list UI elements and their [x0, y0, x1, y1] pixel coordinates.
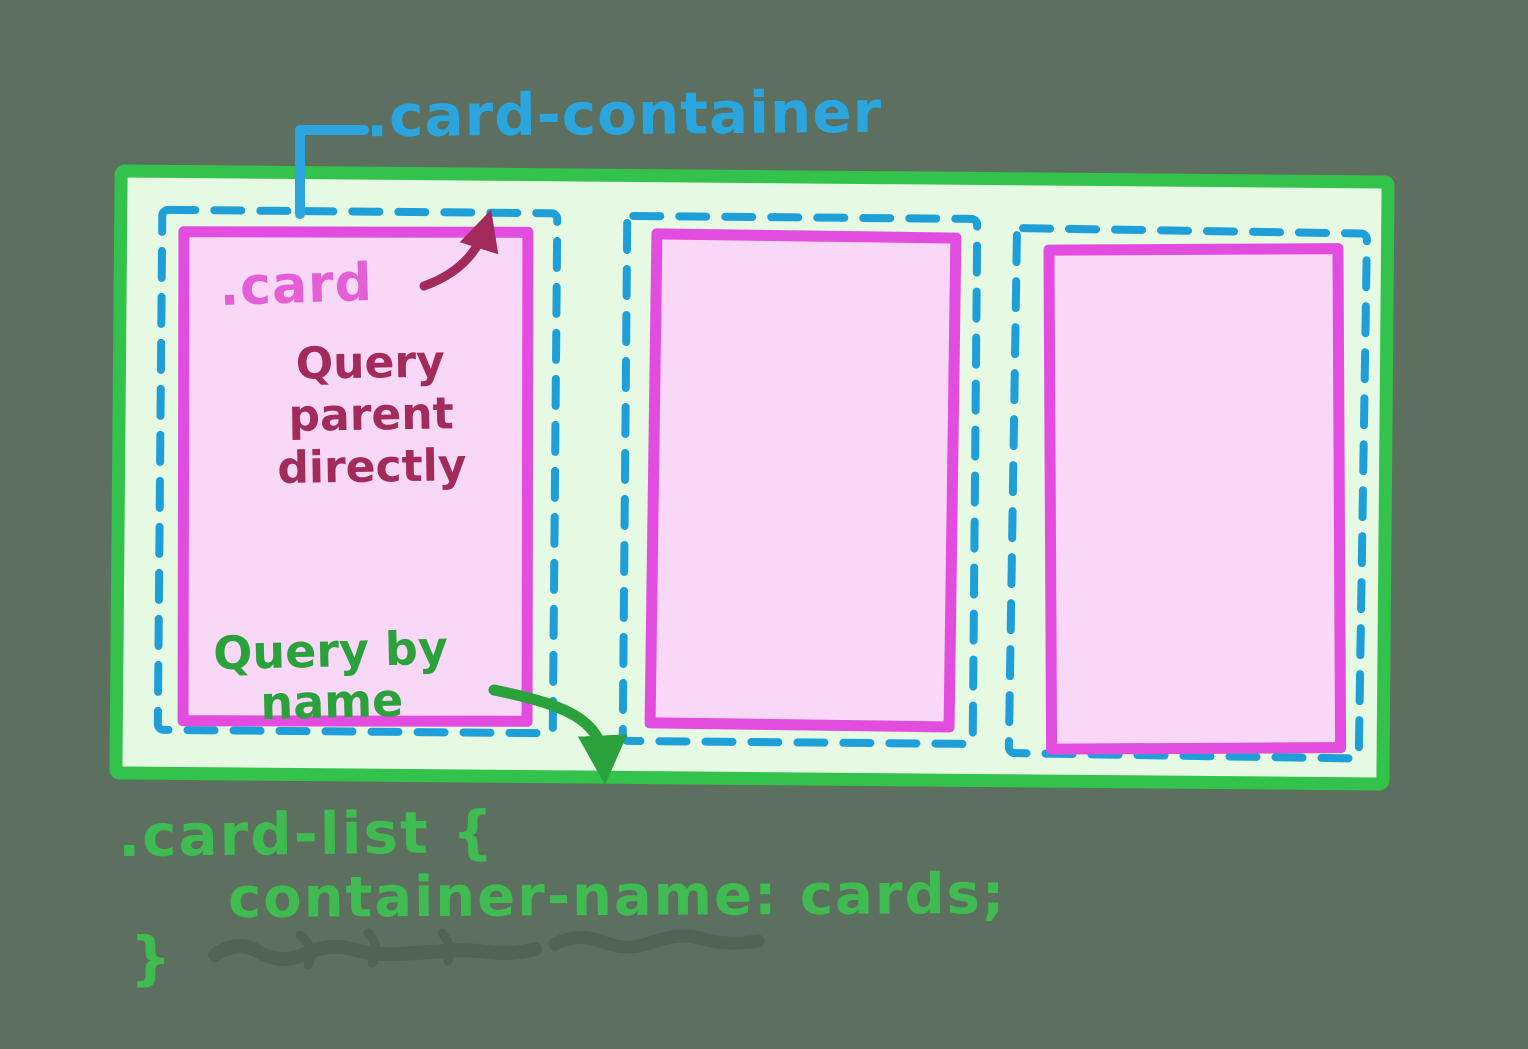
card-container-box-2	[618, 211, 983, 749]
code-line-3: }	[130, 924, 174, 992]
card-1: .card Query parent directly Query by nam…	[177, 226, 534, 730]
card-label: .card	[218, 252, 374, 318]
card-3	[1043, 243, 1347, 755]
query-by-name-annotation: Query by name	[212, 620, 449, 730]
code-line-1: .card-list {	[117, 798, 496, 870]
card-container-box-3	[1004, 223, 1372, 764]
code-line-2: container-name: cards;	[227, 861, 1007, 932]
query-parent-annotation: Query parent directly	[277, 336, 467, 494]
card-container-box-1: .card Query parent directly Query by nam…	[153, 205, 563, 739]
card-container-label: .card-container	[365, 77, 883, 151]
card-2	[644, 228, 962, 733]
dashed-outline	[618, 211, 982, 748]
dashed-outline	[1004, 224, 1371, 763]
card-list-box: .card Query parent directly Query by nam…	[109, 164, 1395, 791]
erased-scribble	[208, 928, 765, 970]
